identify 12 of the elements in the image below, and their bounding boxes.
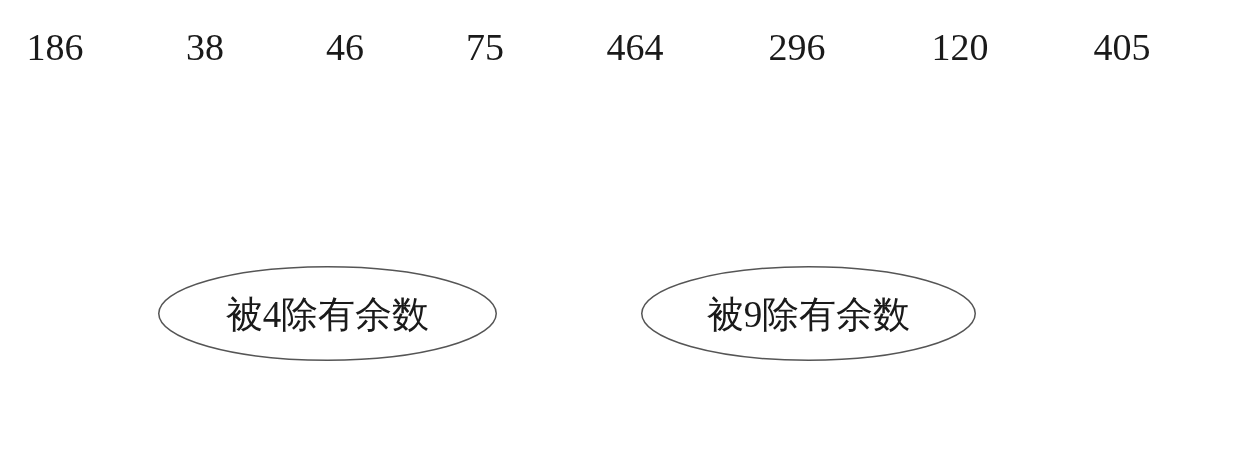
number-label: 186 bbox=[26, 28, 84, 66]
number-label: 405 bbox=[1093, 28, 1151, 66]
number-label: 46 bbox=[326, 28, 364, 66]
number-label: 38 bbox=[186, 28, 224, 66]
number-label: 296 bbox=[768, 28, 826, 66]
number-label: 464 bbox=[606, 28, 664, 66]
number-label: 75 bbox=[466, 28, 504, 66]
oval-label: 被9除有余数 bbox=[706, 295, 911, 332]
oval-shape bbox=[158, 266, 497, 361]
oval-shape bbox=[641, 266, 976, 361]
number-label: 120 bbox=[931, 28, 989, 66]
oval-label: 被4除有余数 bbox=[225, 295, 430, 332]
